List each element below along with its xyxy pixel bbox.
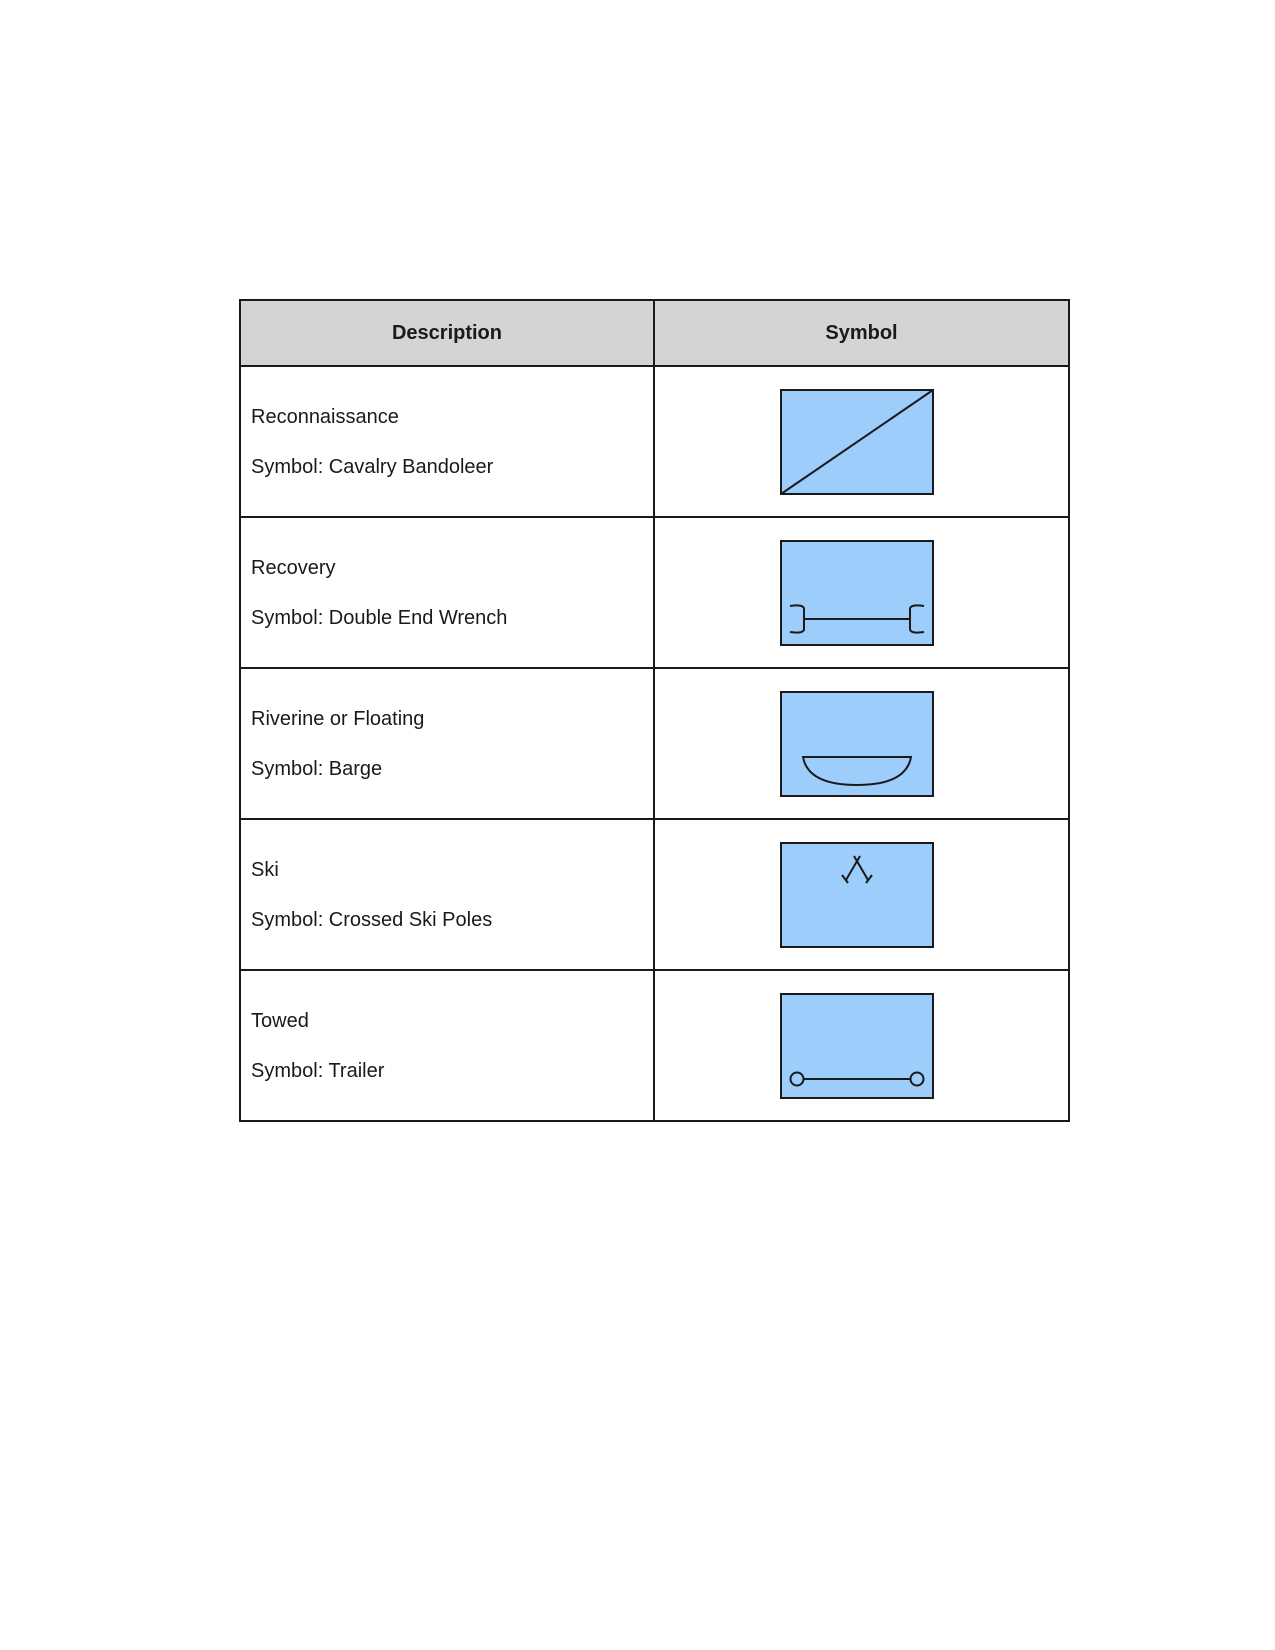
symbol-cell (652, 969, 1071, 1122)
row-description: Recovery (251, 556, 336, 579)
row-description: Ski (251, 858, 279, 881)
description-cell: Riverine or Floating Symbol: Barge (239, 667, 655, 820)
description-cell: Reconnaissance Symbol: Cavalry Bandoleer (239, 365, 655, 518)
row-symbol-name: Symbol: Cavalry Bandoleer (251, 455, 494, 478)
header-symbol: Symbol (652, 299, 1071, 367)
table-row: Ski Symbol: Crossed Ski Poles (239, 818, 1071, 971)
header-description: Description (239, 299, 655, 367)
row-description: Towed (251, 1009, 309, 1032)
double-end-wrench-icon (780, 539, 935, 646)
row-description: Riverine or Floating (251, 707, 425, 730)
crossed-ski-poles-icon (780, 841, 935, 948)
table-row: Reconnaissance Symbol: Cavalry Bandoleer (239, 365, 1071, 518)
barge-icon (780, 690, 935, 797)
row-description: Reconnaissance (251, 405, 399, 428)
description-cell: Recovery Symbol: Double End Wrench (239, 516, 655, 669)
trailer-icon (780, 992, 935, 1099)
row-symbol-name: Symbol: Trailer (251, 1059, 385, 1082)
description-cell: Towed Symbol: Trailer (239, 969, 655, 1122)
row-symbol-name: Symbol: Double End Wrench (251, 606, 508, 629)
table-row: Towed Symbol: Trailer (239, 969, 1071, 1122)
row-symbol-name: Symbol: Barge (251, 757, 383, 780)
symbol-cell (652, 516, 1071, 669)
cavalry-bandoleer-icon (780, 388, 935, 495)
table-row: Riverine or Floating Symbol: Barge (239, 667, 1071, 820)
symbol-cell (652, 365, 1071, 518)
symbol-table: Description Symbol Reconnaissance Symbol… (239, 299, 1071, 1122)
table-row: Recovery Symbol: Double End Wrench (239, 516, 1071, 669)
symbol-cell (652, 818, 1071, 971)
description-cell: Ski Symbol: Crossed Ski Poles (239, 818, 655, 971)
row-symbol-name: Symbol: Crossed Ski Poles (251, 908, 493, 931)
table-header-row: Description Symbol (239, 299, 1071, 367)
symbol-cell (652, 667, 1071, 820)
